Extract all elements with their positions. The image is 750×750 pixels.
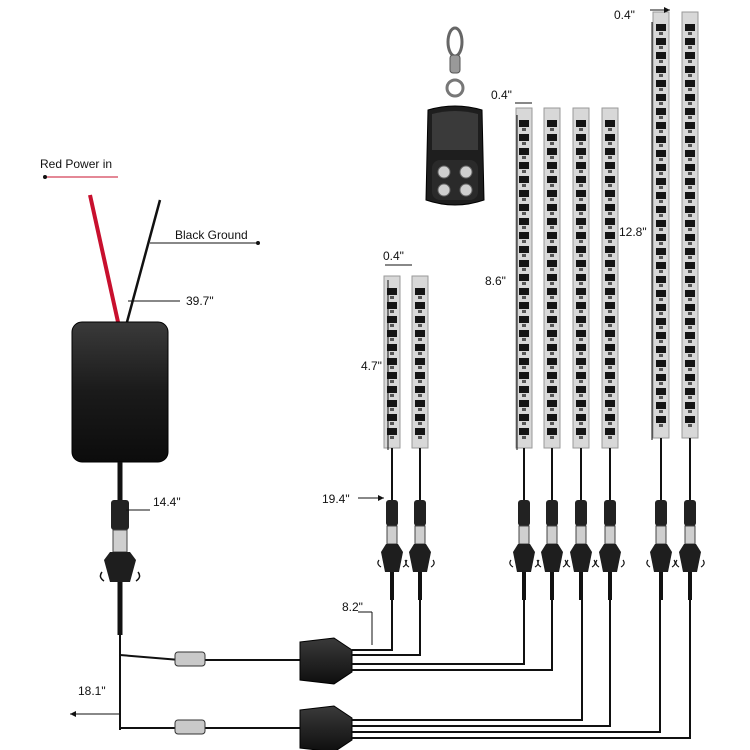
controller-lead xyxy=(99,462,150,730)
led-strip-long-8 xyxy=(675,11,705,600)
power-wires xyxy=(43,175,260,323)
long-strip-dimensions xyxy=(650,7,670,440)
branch-wires xyxy=(352,598,691,739)
splitter-feeds xyxy=(70,651,300,735)
led-strip-mid-5 xyxy=(566,107,596,600)
led-strip-long-7 xyxy=(646,11,676,600)
mid-strip-dimensions xyxy=(515,102,532,450)
short-strip-dimensions xyxy=(358,264,412,501)
splitter-hub-1 xyxy=(299,637,353,685)
split-lead-dimension xyxy=(358,611,373,645)
label-branch-lead: 18.1" xyxy=(78,684,106,698)
splitter-hub-2 xyxy=(299,705,353,750)
label-split-lead: 8.2" xyxy=(342,600,363,614)
label-short-width: 0.4" xyxy=(383,249,404,263)
label-long-width: 0.4" xyxy=(614,8,635,22)
label-black-ground: Black Ground xyxy=(175,228,248,242)
label-mid-length: 8.6" xyxy=(485,274,506,288)
led-strip-mid-3 xyxy=(509,107,539,600)
led-strip-short-2 xyxy=(405,275,435,600)
label-control-lead: 14.4" xyxy=(153,495,181,509)
led-strips xyxy=(377,11,705,600)
label-long-length: 12.8" xyxy=(619,225,647,239)
label-short-lead: 19.4" xyxy=(322,492,350,506)
led-strip-mid-6 xyxy=(595,107,625,600)
led-strip-short-1 xyxy=(377,275,407,600)
label-red-power: Red Power in xyxy=(40,157,112,171)
remote-control xyxy=(425,26,485,206)
label-main-lead: 39.7" xyxy=(186,294,214,308)
label-mid-width: 0.4" xyxy=(491,88,512,102)
control-box xyxy=(71,321,169,463)
label-short-length: 4.7" xyxy=(361,359,382,373)
led-strip-mid-4 xyxy=(537,107,567,600)
